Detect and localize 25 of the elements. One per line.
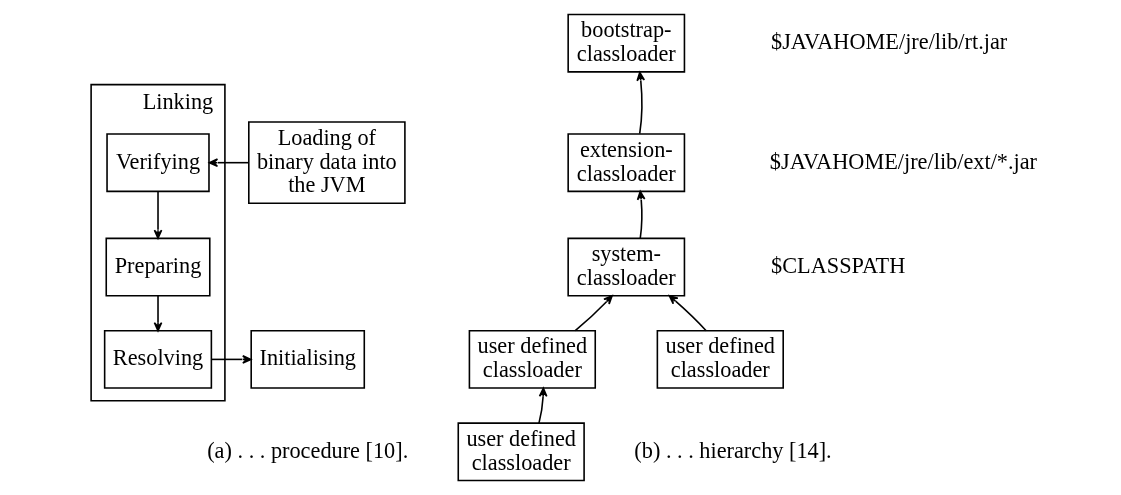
node-box: user defined classloader [456,422,585,482]
node-label: $JAVAHOME/jre/lib/rt.jar [770,29,1007,55]
node-label: $CLASSPATH [770,252,905,278]
node-box: system- classloader [566,237,685,297]
label: (a) . . . procedure [10]. [206,437,408,463]
label: (b) . . . hierarchy [14]. [633,437,832,463]
arrow [208,158,249,168]
node-box: user defined classloader [468,329,596,389]
node-box: user defined classloader [656,329,784,389]
node-box: Loading of binary data into the JVM [247,121,406,205]
arrow [668,295,707,332]
arrow [153,190,162,240]
arrow [573,295,613,332]
arrow [153,295,162,332]
node-box: Verifying [105,133,210,193]
node-box: Resolving [103,329,212,389]
arrow [635,71,645,135]
node-box: Initialising [249,329,365,389]
node-box: extension- classloader [566,133,685,193]
arrow [537,387,548,424]
node-box: bootstrap- classloader [566,13,685,73]
node-box: Preparing [104,237,211,297]
arrow [210,355,252,364]
arrow [636,190,645,240]
node-label: $JAVAHOME/jre/lib/ext/*.jar [769,148,1037,174]
